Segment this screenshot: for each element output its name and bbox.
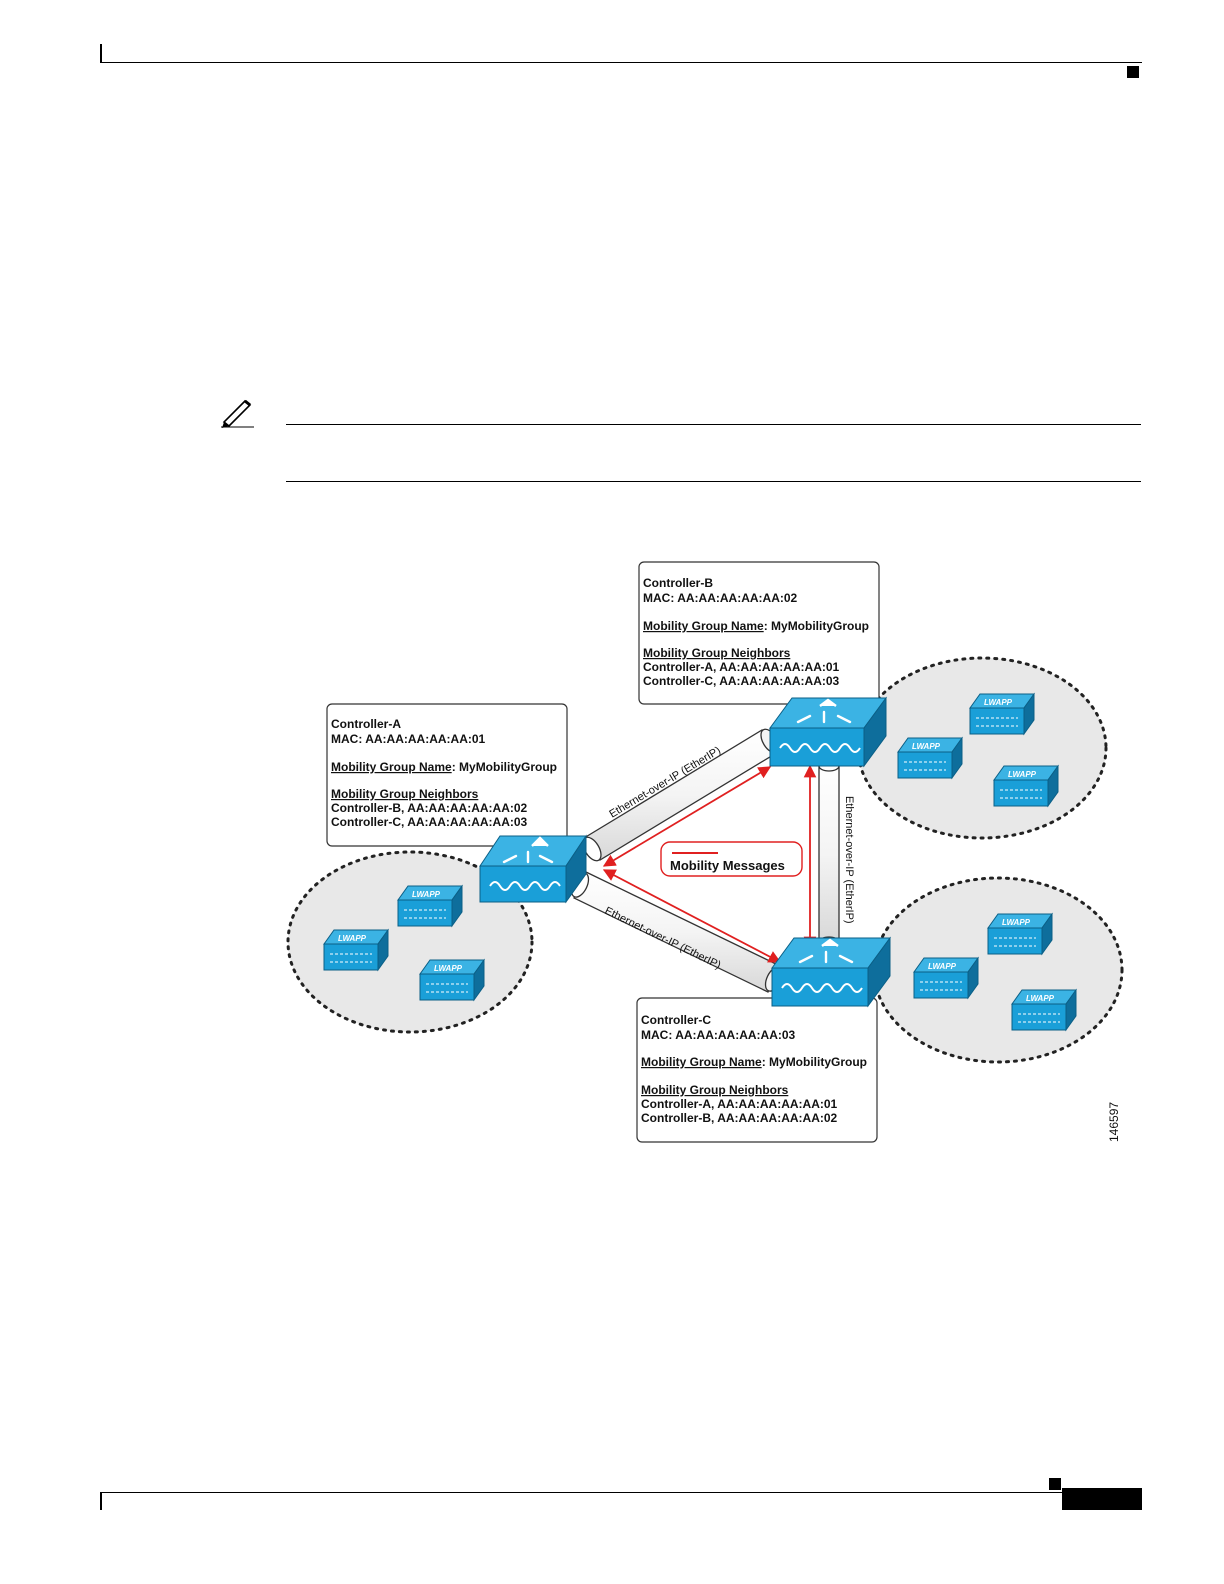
controller-c-neighbors-label: Mobility Group Neighbors: [641, 1083, 789, 1097]
access-point: LWAPP: [419, 958, 485, 1002]
svg-text:Mobility Group Name: MyMobilit: Mobility Group Name: MyMobilityGroup: [641, 1055, 867, 1069]
footer-marker: [1049, 1478, 1061, 1490]
legend-label: Mobility Messages: [670, 858, 785, 873]
controller-c-info-box: [636, 997, 878, 1143]
tunnel-b-c-label: Ethernet-over-IP (EtherIP): [843, 796, 855, 924]
tunnel-a-c: [570, 871, 784, 993]
access-point: LWAPP: [1011, 988, 1077, 1032]
access-point: LWAPP: [969, 692, 1035, 736]
controller-c-mac: MAC: AA:AA:AA:AA:AA:03: [641, 1028, 796, 1042]
access-point-label: LWAPP: [1002, 918, 1031, 927]
controller-c-neighbor-2: Controller-B, AA:AA:AA:AA:AA:02: [641, 1111, 838, 1125]
tunnel-b-c: [818, 760, 840, 948]
access-point-label: LWAPP: [412, 890, 441, 899]
access-point-label: LWAPP: [338, 934, 367, 943]
note-pencil-icon: [221, 399, 254, 428]
controller-b-device: [769, 696, 887, 768]
controller-a-group-name: : MyMobilityGroup: [452, 760, 557, 774]
controller-c-group-label: Mobility Group Name: [641, 1055, 762, 1069]
controller-b-info: Controller-B MAC: AA:AA:AA:AA:AA:02 Mobi…: [643, 576, 869, 688]
access-point-label: LWAPP: [434, 964, 463, 973]
header-rule: [100, 62, 1142, 63]
access-point: LWAPP: [993, 764, 1059, 808]
controller-a-neighbor-2: Controller-C, AA:AA:AA:AA:AA:03: [331, 815, 528, 829]
access-point-label: LWAPP: [984, 698, 1013, 707]
page-number-box: [1062, 1488, 1142, 1510]
header-marker: [1127, 66, 1139, 78]
controller-a-name: Controller-A: [331, 717, 401, 731]
svg-text:Mobility Group Name: MyMobilit: Mobility Group Name: MyMobilityGroup: [331, 760, 557, 774]
controller-b-group-name: : MyMobilityGroup: [764, 619, 869, 633]
svg-text:Mobility Group Name: MyMobilit: Mobility Group Name: MyMobilityGroup: [643, 619, 869, 633]
controller-b-info-box: [638, 561, 880, 705]
controller-b-group-label: Mobility Group Name: [643, 619, 764, 633]
message-arrow-a-c: [602, 869, 782, 963]
controller-a-info: Controller-A MAC: AA:AA:AA:AA:AA:01 Mobi…: [331, 717, 557, 829]
access-point-label: LWAPP: [928, 962, 957, 971]
access-point: LWAPP: [913, 956, 979, 1000]
footer-rule: [100, 1492, 1062, 1493]
controller-c-name: Controller-C: [641, 1013, 711, 1027]
access-point: LWAPP: [897, 736, 963, 780]
controller-a-neighbors-label: Mobility Group Neighbors: [331, 787, 479, 801]
header-tick: [100, 44, 102, 62]
ap-cloud-b: [856, 656, 1108, 840]
controller-c-group-name: : MyMobilityGroup: [762, 1055, 867, 1069]
access-point: LWAPP: [323, 928, 389, 972]
controller-a-mac: MAC: AA:AA:AA:AA:AA:01: [331, 732, 486, 746]
message-arrow-a-b: [602, 766, 772, 867]
controller-b-neighbor-2: Controller-C, AA:AA:AA:AA:AA:03: [643, 674, 840, 688]
access-point-label: LWAPP: [1008, 770, 1037, 779]
controller-c-device: [771, 936, 891, 1008]
controller-b-neighbor-1: Controller-A, AA:AA:AA:AA:AA:01: [643, 660, 840, 674]
access-point: LWAPP: [397, 884, 463, 928]
access-point-label: LWAPP: [1026, 994, 1055, 1003]
controller-c-neighbor-1: Controller-A, AA:AA:AA:AA:AA:01: [641, 1097, 838, 1111]
controller-a-neighbor-1: Controller-B, AA:AA:AA:AA:AA:02: [331, 801, 528, 815]
controller-a-group-label: Mobility Group Name: [331, 760, 452, 774]
controller-b-name: Controller-B: [643, 576, 713, 590]
controller-b-mac: MAC: AA:AA:AA:AA:AA:02: [643, 591, 798, 605]
note-top-rule: [286, 424, 1141, 425]
footer-tick: [100, 1492, 102, 1510]
controller-b-neighbors-label: Mobility Group Neighbors: [643, 646, 791, 660]
access-point-label: LWAPP: [912, 742, 941, 751]
figure-number: 146597: [1107, 1102, 1121, 1142]
note-bottom-rule: [286, 481, 1141, 482]
access-point: LWAPP: [987, 912, 1053, 956]
controller-a-info-box: [326, 703, 568, 847]
controller-c-info: Controller-C MAC: AA:AA:AA:AA:AA:03 Mobi…: [641, 1013, 867, 1125]
ap-cloud-c: [872, 876, 1124, 1064]
access-points: LWAPP LWAPP LWAPP L: [323, 692, 1077, 1032]
controller-a-device: [479, 834, 587, 904]
legend: Mobility Messages: [660, 841, 803, 877]
